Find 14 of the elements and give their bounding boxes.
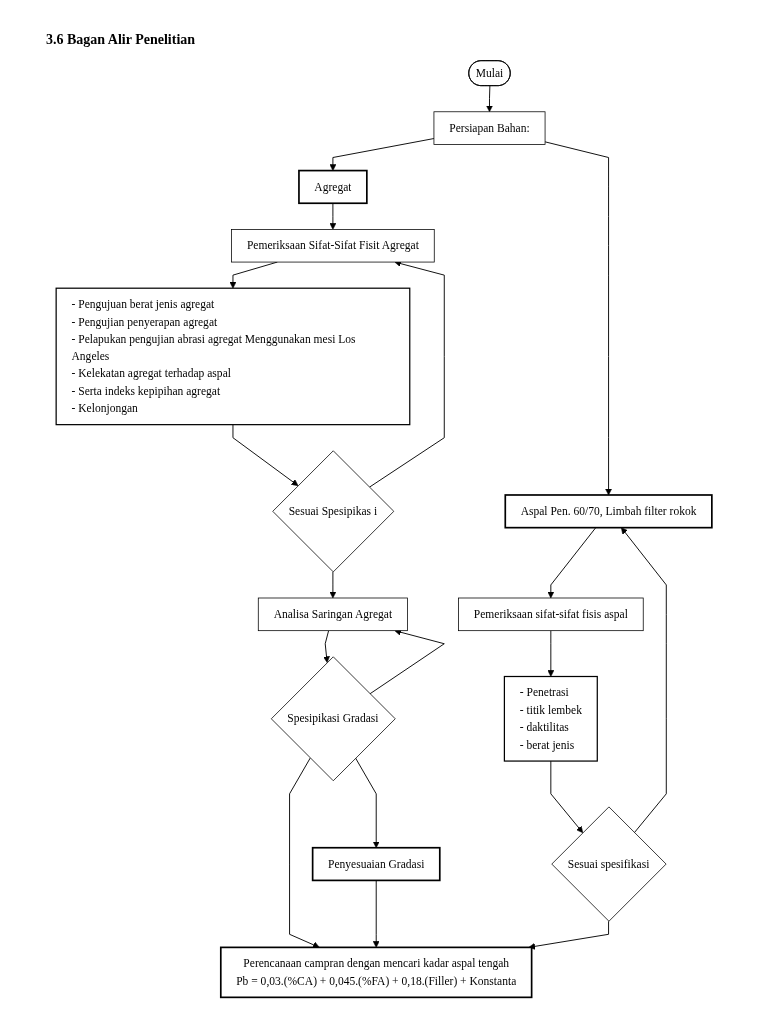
- node-box: Analisa Saringan Agregat: [257, 597, 408, 632]
- node-box: Persiapan Bahan:: [433, 111, 546, 145]
- node-box: Perencanaan campran dengan mencari kadar aspal tengah Pb = 0,03.(%CA) + 0,045.(%FA) + 0,18.(Filler) + Konstanta: [219, 946, 533, 999]
- node-box: Pemeriksaan sifat-sifat fisis aspal: [458, 597, 644, 632]
- node-diamond: Sesuai Spesipikas i: [272, 450, 395, 573]
- node-box: - Penetrasi - titik lembek - daktilitas - berat jenis: [503, 675, 598, 762]
- node-box: Pemeriksaan Sifat-Sifat Fisit Agregat: [231, 229, 435, 263]
- node-box: - Pengujuan berat jenis agregat - Pengujian penyerapan agregat - Pelapukan pengujian abrasi agregat Menggunakan mesi Los Angeles - Kelekatan agregat terhadap aspal - Serta indeks kepipihan agregat - Kelonjongan: [55, 287, 411, 426]
- node-diamond: Spesipikasi Gradasi: [270, 656, 396, 782]
- node-box: Agregat: [298, 169, 368, 205]
- node-diamond: Sesuai spesifikasi: [551, 806, 667, 922]
- node-box: Penyesuaian Gradasi: [311, 846, 441, 882]
- node-box: Aspal Pen. 60/70, Limbah filter rokok: [504, 494, 713, 529]
- title: 3.6 Bagan Alir Penelitian: [46, 32, 196, 48]
